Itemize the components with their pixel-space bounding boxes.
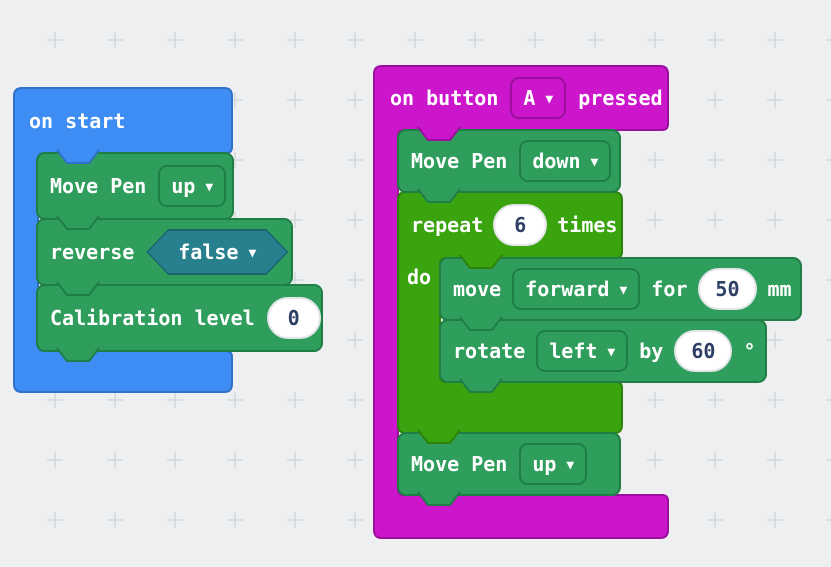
rotate-direction-dropdown[interactable]: left ▼ (536, 330, 629, 372)
dropdown-arrow-icon: ▼ (566, 457, 575, 473)
rotate-label-2: by (639, 339, 664, 363)
calibration-level-input[interactable]: 0 (266, 297, 321, 339)
repeat-count-input[interactable]: 6 (493, 204, 548, 246)
repeat-label-1: repeat (411, 213, 484, 237)
block-notch-tab (417, 429, 461, 444)
dropdown-arrow-icon: ▼ (205, 179, 214, 195)
block-rotate[interactable]: rotate left ▼ by 60 ° (440, 320, 766, 382)
move-distance-input[interactable]: 50 (698, 268, 757, 310)
block-on-start[interactable]: on start (14, 88, 232, 153)
shape-move-pen-2[interactable] (397, 129, 621, 193)
rotate-direction-value: left (549, 339, 598, 363)
rotate-label-3: ° (743, 339, 756, 363)
pen-position-value-2: down (532, 149, 581, 173)
repeat-do-label: do (406, 265, 432, 289)
on-button-label-1: on button (390, 86, 499, 110)
block-notch-tab (417, 491, 461, 506)
move-direction-value: forward (525, 277, 610, 301)
rotate-angle-input[interactable]: 60 (674, 330, 733, 372)
pen-position-dropdown-3[interactable]: up ▼ (519, 443, 588, 485)
button-value: A (523, 86, 536, 110)
calibration-label: Calibration level (50, 306, 255, 330)
button-dropdown[interactable]: A ▼ (510, 77, 567, 119)
move-label-2: for (651, 277, 688, 301)
block-notch-tab (417, 188, 461, 203)
block-calibration[interactable]: Calibration level 0 (37, 285, 322, 351)
dropdown-arrow-icon: ▼ (619, 282, 628, 298)
move-pen-1-label: Move Pen (50, 174, 147, 198)
on-button-label-2: pressed (578, 86, 663, 110)
rotate-label-1: rotate (453, 339, 526, 363)
block-move-pen-1[interactable]: Move Pen up ▼ (37, 153, 233, 219)
dropdown-arrow-icon: ▼ (590, 154, 599, 170)
block-move-pen-2[interactable]: Move Pen down ▼ (398, 130, 620, 192)
move-label-1: move (453, 277, 502, 301)
block-notch-tab (56, 281, 100, 296)
block-notch-tab (56, 347, 100, 362)
block-notch-tab (459, 254, 503, 269)
block-repeat[interactable]: repeat 6 times (398, 192, 622, 258)
block-notch-tab (56, 215, 100, 230)
pen-position-value-3: up (532, 452, 557, 476)
on-start-label: on start (29, 108, 126, 133)
move-pen-2-label: Move Pen (411, 149, 508, 173)
hexagon-field (148, 231, 286, 273)
block-reverse[interactable]: reverse false ▼ (37, 219, 292, 285)
move-label-3: mm (767, 277, 792, 301)
block-move-pen-3[interactable]: Move Pen up ▼ (398, 433, 620, 495)
pen-position-dropdown-1[interactable]: up ▼ (158, 165, 227, 207)
dropdown-arrow-icon: ▼ (607, 344, 616, 360)
shape-move-pen-3[interactable] (397, 432, 621, 496)
block-notch-tab (417, 126, 461, 141)
move-direction-dropdown[interactable]: forward ▼ (512, 268, 641, 310)
dropdown-arrow-icon: ▼ (545, 91, 554, 107)
reverse-label: reverse (50, 240, 135, 264)
block-move[interactable]: move forward ▼ for 50 mm (440, 258, 801, 320)
block-notch-tab (459, 316, 503, 331)
reverse-value-dropdown[interactable]: false ▼ (146, 229, 288, 275)
pen-position-dropdown-2[interactable]: down ▼ (519, 140, 612, 182)
block-notch-tab (459, 378, 503, 393)
dropdown-arrow-icon: ▼ (248, 245, 257, 261)
shape-calibration[interactable] (36, 284, 323, 352)
block-notch-tab (56, 149, 100, 164)
block-on-button[interactable]: on button A ▼ pressed (374, 66, 668, 130)
move-pen-3-label: Move Pen (411, 452, 508, 476)
pen-position-value-1: up (171, 174, 196, 198)
repeat-label-2: times (557, 213, 618, 237)
reverse-value: false (178, 240, 239, 264)
